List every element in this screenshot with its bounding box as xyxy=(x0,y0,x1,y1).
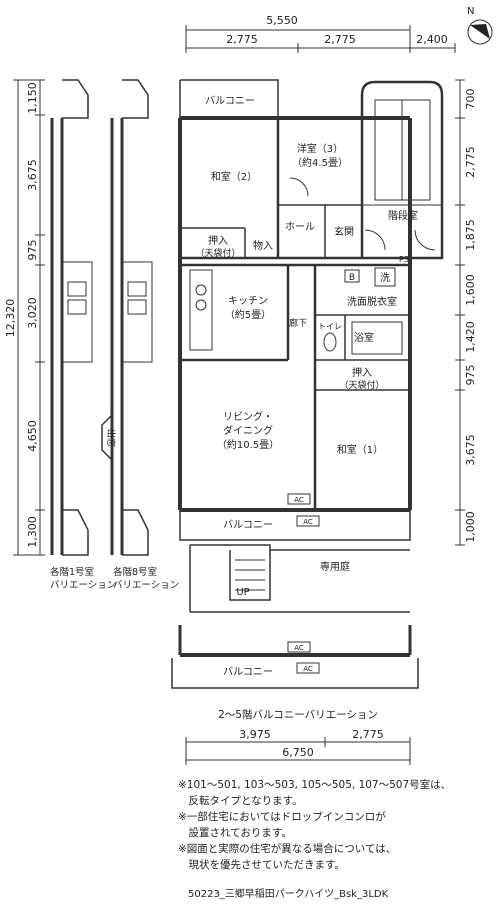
unit1-variation-line2: バリエーション xyxy=(50,580,117,591)
unit8-variation-line2: バリエーション xyxy=(113,580,180,591)
western-room-3-label: 洋室（3） xyxy=(297,142,343,155)
main-floor-plan xyxy=(178,79,444,613)
corridor-label: 廊下 xyxy=(289,317,307,329)
unit8-variation-caption: 各階8号室 バリエーション xyxy=(113,566,179,592)
note-line-2: 反転タイプとなります。 xyxy=(178,795,303,807)
note-line-3: ※一部住宅においてはドロップインコンロが xyxy=(178,811,386,823)
living-size: （約10.5畳） xyxy=(217,438,279,451)
right-dimension-8: 1,000 xyxy=(464,511,477,543)
compass-label: N xyxy=(467,6,474,17)
japanese-room-2-label: 和室（2） xyxy=(211,170,257,183)
right-dimension-6: 975 xyxy=(464,365,477,386)
left-dimension-2: 3,675 xyxy=(26,159,39,191)
closet-1-label: 押入 xyxy=(208,234,228,247)
toilet-label: トイレ xyxy=(318,322,342,331)
right-dimension-2: 2,775 xyxy=(464,146,477,178)
washer-mark: 洗 xyxy=(380,272,390,284)
unit1-variation-plan xyxy=(50,79,93,556)
kitchen-size: （約5畳） xyxy=(225,308,271,321)
living-label-2: ダイニング xyxy=(223,424,273,437)
left-dimension-lines xyxy=(13,79,45,556)
unit8-variation-line1: 各階8号室 xyxy=(113,567,158,578)
bay-window-label: 出窓 xyxy=(105,429,117,447)
balcony-bottom-label: バルコニー xyxy=(223,519,273,531)
right-dimension-4: 1,600 xyxy=(464,274,477,306)
note-line-6: 現状を優先させていただきます。 xyxy=(178,859,345,871)
b-mark: B xyxy=(349,273,355,283)
balcony-variation-caption: 2〜5階バルコニーバリエーション xyxy=(218,709,378,721)
ps-label: PS xyxy=(399,255,409,264)
left-dimension-6: 1,300 xyxy=(26,516,39,548)
note-line-1: ※101〜501, 103〜503, 105〜505, 107〜507号室は、 xyxy=(178,779,452,791)
note-line-5: ※図面と実際の住宅が異なる場合については、 xyxy=(178,843,397,855)
bath-label: 浴室 xyxy=(354,331,374,344)
bottom-total-dimension: 6,750 xyxy=(282,746,314,759)
top-total-dimension: 5,550 xyxy=(266,14,298,27)
private-garden-label: 専用庭 xyxy=(320,560,350,573)
stairwell-label: 階段室 xyxy=(388,209,418,222)
closet-2-label: 押入 xyxy=(352,366,372,379)
right-dimension-5: 1,420 xyxy=(464,321,477,353)
washroom-label: 洗面脱衣室 xyxy=(347,295,397,308)
right-dimension-lines xyxy=(455,79,465,546)
unit8-variation-plan xyxy=(101,79,153,556)
japanese-room-1-label: 和室（1） xyxy=(337,443,383,456)
right-dimension-1: 700 xyxy=(464,89,477,110)
ac-label-2: AC xyxy=(303,518,313,526)
note-line-4: 設置されております。 xyxy=(178,827,292,839)
ac-label-3: AC xyxy=(294,644,304,652)
kitchen-label: キッチン xyxy=(228,295,268,307)
footer-label: 50223_三郷早稲田パークハイツ_Bsk_3LDK xyxy=(188,889,389,900)
right-dimension-3: 1,875 xyxy=(464,219,477,251)
left-dimension-5: 4,650 xyxy=(26,420,39,452)
top-dimension-3: 2,400 xyxy=(416,33,448,46)
unit1-variation-caption: 各階1号室 バリエーション xyxy=(50,566,116,592)
up-label: UP xyxy=(236,587,249,598)
unit1-variation-line1: 各階1号室 xyxy=(50,567,95,578)
ac-label-1: AC xyxy=(294,496,304,504)
storage-label: 物入 xyxy=(253,239,273,252)
left-total-dimension: 12,320 xyxy=(4,299,17,338)
top-dimension-2: 2,775 xyxy=(324,33,356,46)
closet-2-sub: （天袋付） xyxy=(339,379,384,391)
bottom-dimension-1: 3,975 xyxy=(239,728,271,741)
left-dimension-1: 1,150 xyxy=(26,82,39,114)
bottom-dimension-2: 2,775 xyxy=(352,728,384,741)
balcony-variation-plan xyxy=(171,625,419,689)
living-label: リビング・ xyxy=(223,410,273,423)
balcony-top-label: バルコニー xyxy=(205,95,255,107)
bottom-dimension-lines xyxy=(185,737,411,765)
balcony-variation-label: バルコニー xyxy=(223,666,273,678)
left-dimension-4: 3,020 xyxy=(26,297,39,329)
ac-label-4: AC xyxy=(303,665,313,673)
right-dimension-7: 3,675 xyxy=(464,434,477,466)
compass-icon: N xyxy=(467,6,493,45)
hall-label: ホール xyxy=(285,221,315,233)
left-dimension-3: 975 xyxy=(26,240,39,261)
top-dimension-lines xyxy=(185,25,456,53)
entrance-label: 玄関 xyxy=(334,225,354,238)
western-room-3-size: （約4.5畳） xyxy=(292,156,348,169)
top-dimension-1: 2,775 xyxy=(226,33,258,46)
closet-1-sub: （天袋付） xyxy=(195,247,240,259)
